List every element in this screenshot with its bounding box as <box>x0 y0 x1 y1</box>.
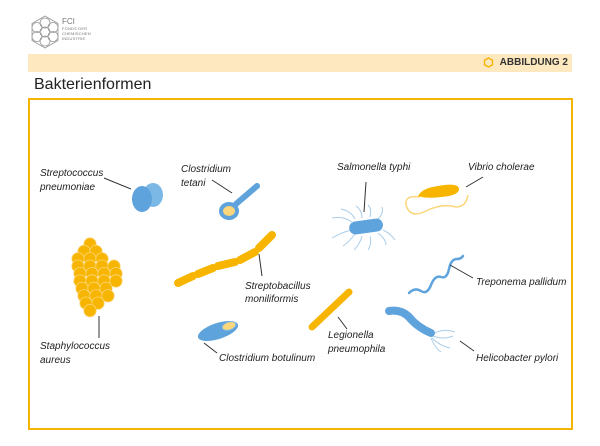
logo-name: FCI <box>62 17 75 26</box>
legionella-pneumophila-drawing <box>308 288 353 331</box>
label-salmonella: Salmonella typhi <box>337 162 411 173</box>
vibrio-cholerae-drawing <box>405 184 469 215</box>
label-clostridium-botulinum: Clostridium botulinum <box>219 353 315 364</box>
streptococcus-pneumoniae-drawing <box>132 183 163 212</box>
clostridium-tetani-drawing <box>219 183 260 220</box>
pointer-line <box>363 181 367 213</box>
page-title: Bakterienformen <box>34 76 152 93</box>
streptobacillus-drawing <box>174 231 276 287</box>
pointer-line <box>459 340 475 352</box>
pointer-line <box>258 253 263 277</box>
helicobacter-pylori-drawing <box>385 306 456 353</box>
coccus-cell <box>83 303 97 318</box>
figure-label: ABBILDUNG 2 <box>483 57 568 68</box>
logo-sub-1: FONDS DER <box>62 26 88 31</box>
label-treponema: Treponema pallidum <box>476 277 566 288</box>
logo-sub-2: CHEMISCHEN <box>62 31 91 36</box>
fci-logo: FCI FONDS DER CHEMISCHEN INDUSTRIE <box>28 14 138 50</box>
fci-logo-icon <box>31 15 59 49</box>
hexagon-icon <box>483 57 493 68</box>
logo-text: FCI FONDS DER CHEMISCHEN INDUSTRIE <box>62 17 91 42</box>
figure-frame <box>28 98 573 430</box>
coccus-cell <box>101 289 115 303</box>
coccus-cell <box>109 274 123 288</box>
pointer-line <box>449 264 474 279</box>
pointer-line <box>103 177 132 190</box>
salmonella-typhi-drawing <box>331 204 396 251</box>
pointer-line <box>465 176 484 188</box>
treponema-pallidum-drawing <box>407 254 465 295</box>
header-band <box>28 54 572 72</box>
pointer-line <box>211 179 233 194</box>
pointer-line <box>203 342 218 354</box>
figure-number: ABBILDUNG 2 <box>499 57 568 68</box>
logo-sub-3: INDUSTRIE <box>62 36 86 41</box>
staphylococcus-aureus-drawing <box>71 237 123 318</box>
clostridium-botulinum-drawing <box>197 320 239 342</box>
pointer-line <box>337 316 348 330</box>
label-helicobacter: Helicobacter pylori <box>476 353 559 364</box>
label-vibrio: Vibrio cholerae <box>468 162 535 173</box>
